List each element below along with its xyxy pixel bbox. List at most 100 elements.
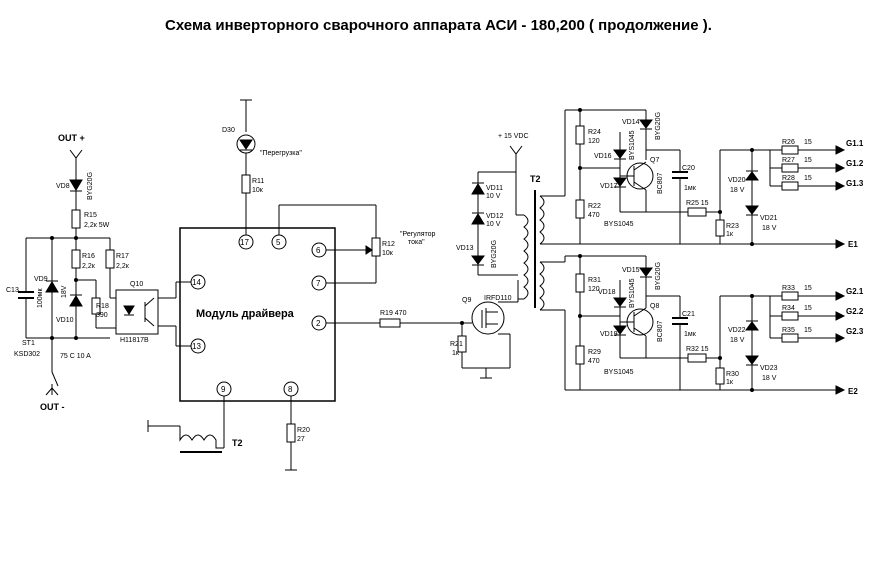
r25-label: R25 15 [686, 200, 709, 207]
q7-type: BC807 [657, 172, 664, 194]
r18-value: 390 [96, 312, 108, 319]
q10-type: H11817B [120, 337, 149, 344]
c13-value: 100мк [37, 288, 44, 308]
driver-module: Модуль драйвера 17 5 6 7 14 13 2 9 8 [179, 227, 336, 402]
channel-g1: R24 120 R22 470 VD16 BYS1045 VD17 VD14 B… [539, 108, 864, 249]
r17-value: 2,2к [116, 263, 130, 270]
r11-label: R11 [252, 178, 264, 185]
r31-label: R31 [588, 277, 601, 284]
vd22-value: 18 V [730, 337, 745, 344]
g13-label: G1.3 [846, 179, 864, 188]
r26-label: R26 [782, 139, 795, 146]
vd18-type: BYS1045 [629, 278, 636, 308]
c21-label: C21 [682, 311, 695, 318]
r23-value: 1к [726, 231, 734, 238]
vd9-value: 18V [61, 285, 68, 298]
r21-label: R21 [450, 341, 463, 348]
channel-g2: R31 120 R29 470 VD18 BYS1045 VD19 VD15 B… [539, 254, 864, 396]
r22-label: R22 [588, 203, 601, 210]
st1-label: ST1 [22, 340, 35, 347]
r16-value: 2,2к [82, 263, 96, 270]
r33-label: R33 [782, 285, 795, 292]
q9-type: IRFD110 [484, 295, 512, 302]
r12-note-line1: "Регулятор [400, 231, 436, 238]
pin-7: 7 [316, 279, 321, 288]
vd17-label: VD17 [600, 183, 618, 190]
r23-label: R23 [726, 223, 739, 230]
r30-value: 1к [726, 379, 734, 386]
vd23-value: 18 V [762, 375, 777, 382]
out-minus-label: OUT - [40, 402, 65, 412]
g11-label: G1.1 [846, 139, 864, 148]
pin-6: 6 [316, 246, 321, 255]
q10-label: Q10 [130, 281, 143, 288]
r12-note-line2: тока" [408, 239, 425, 246]
r12-value: 10к [382, 250, 394, 257]
r11-value: 10к [252, 187, 264, 194]
d30-label: D30 [222, 127, 235, 134]
vd19-label: VD19 [600, 331, 618, 338]
r24-label: R24 [588, 129, 601, 136]
st1-rating: 75 C 10 A [60, 353, 91, 360]
c21-value: 1мк [684, 331, 697, 338]
bys-top-label: BYS1045 [604, 221, 634, 228]
pin-5: 5 [276, 238, 281, 247]
vd22-label: VD22 [728, 327, 746, 334]
r20-value: 27 [297, 436, 305, 443]
vd13-label: VD13 [456, 245, 474, 252]
pin-2: 2 [316, 319, 321, 328]
r35-label: R35 [782, 327, 795, 334]
r15-label: R15 [84, 212, 97, 219]
vd12-value: 10 V [486, 221, 501, 228]
g12-label: G1.2 [846, 159, 864, 168]
r35-value: 15 [804, 327, 812, 334]
r30-label: R30 [726, 371, 739, 378]
r28-label: R28 [782, 175, 795, 182]
r32-label: R32 15 [686, 346, 709, 353]
g21-label: G2.1 [846, 287, 864, 296]
r18-label: R18 [96, 303, 109, 310]
vd20-label: VD20 [728, 177, 746, 184]
vd21-label: VD21 [760, 215, 778, 222]
r34-value: 15 [804, 305, 812, 312]
r33-value: 15 [804, 285, 812, 292]
r34-label: R34 [782, 305, 795, 312]
out-plus-label: OUT + [58, 133, 85, 143]
input-section: OUT + VD8 BYG20G R15 2,2к 5W C13 100мк V… [6, 133, 191, 412]
vd18-label: VD18 [598, 289, 616, 296]
vd23-label: VD23 [760, 365, 778, 372]
transformer-primary: + 15 VDC VD11 10 V VD12 10 V VD13 BYG20G… [456, 133, 541, 308]
t2-small-label: T2 [232, 438, 243, 448]
vd15-type: BYG20G [655, 262, 662, 290]
e1-label: E1 [848, 240, 858, 249]
driver-bottom: T2 R20 27 [147, 396, 310, 471]
g23-label: G2.3 [846, 327, 864, 336]
q7-label: Q7 [650, 157, 659, 164]
vd14-type: BYG20G [655, 112, 662, 140]
c20-value: 1мк [684, 185, 697, 192]
r16-label: R16 [82, 253, 95, 260]
pin-13: 13 [192, 342, 201, 351]
r17-label: R17 [116, 253, 129, 260]
r15-value: 2,2к 5W [84, 222, 110, 229]
r22-value: 470 [588, 212, 600, 219]
r31-value: 120 [588, 286, 600, 293]
vd11-label: VD11 [486, 185, 503, 192]
vd10-label: VD10 [56, 317, 74, 324]
r28-value: 15 [804, 175, 812, 182]
vd16-type: BYS1045 [629, 130, 636, 160]
r12-label: R12 [382, 241, 395, 248]
r19-label: R19 470 [380, 310, 407, 317]
vd12-label: VD12 [486, 213, 504, 220]
vd16-label: VD16 [594, 153, 612, 160]
bys-bot-label: BYS1045 [604, 369, 634, 376]
r29-value: 470 [588, 358, 600, 365]
c20-label: C20 [682, 165, 695, 172]
vd8-label: VD8 [56, 183, 70, 190]
c13-label: C13 [6, 287, 19, 294]
q9-switch: R19 470 Q9 IRFD110 R21 1к [326, 280, 519, 379]
vd9-label: VD9 [34, 276, 48, 283]
driver-module-label: Модуль драйвера [196, 308, 295, 320]
r24-value: 120 [588, 138, 600, 145]
